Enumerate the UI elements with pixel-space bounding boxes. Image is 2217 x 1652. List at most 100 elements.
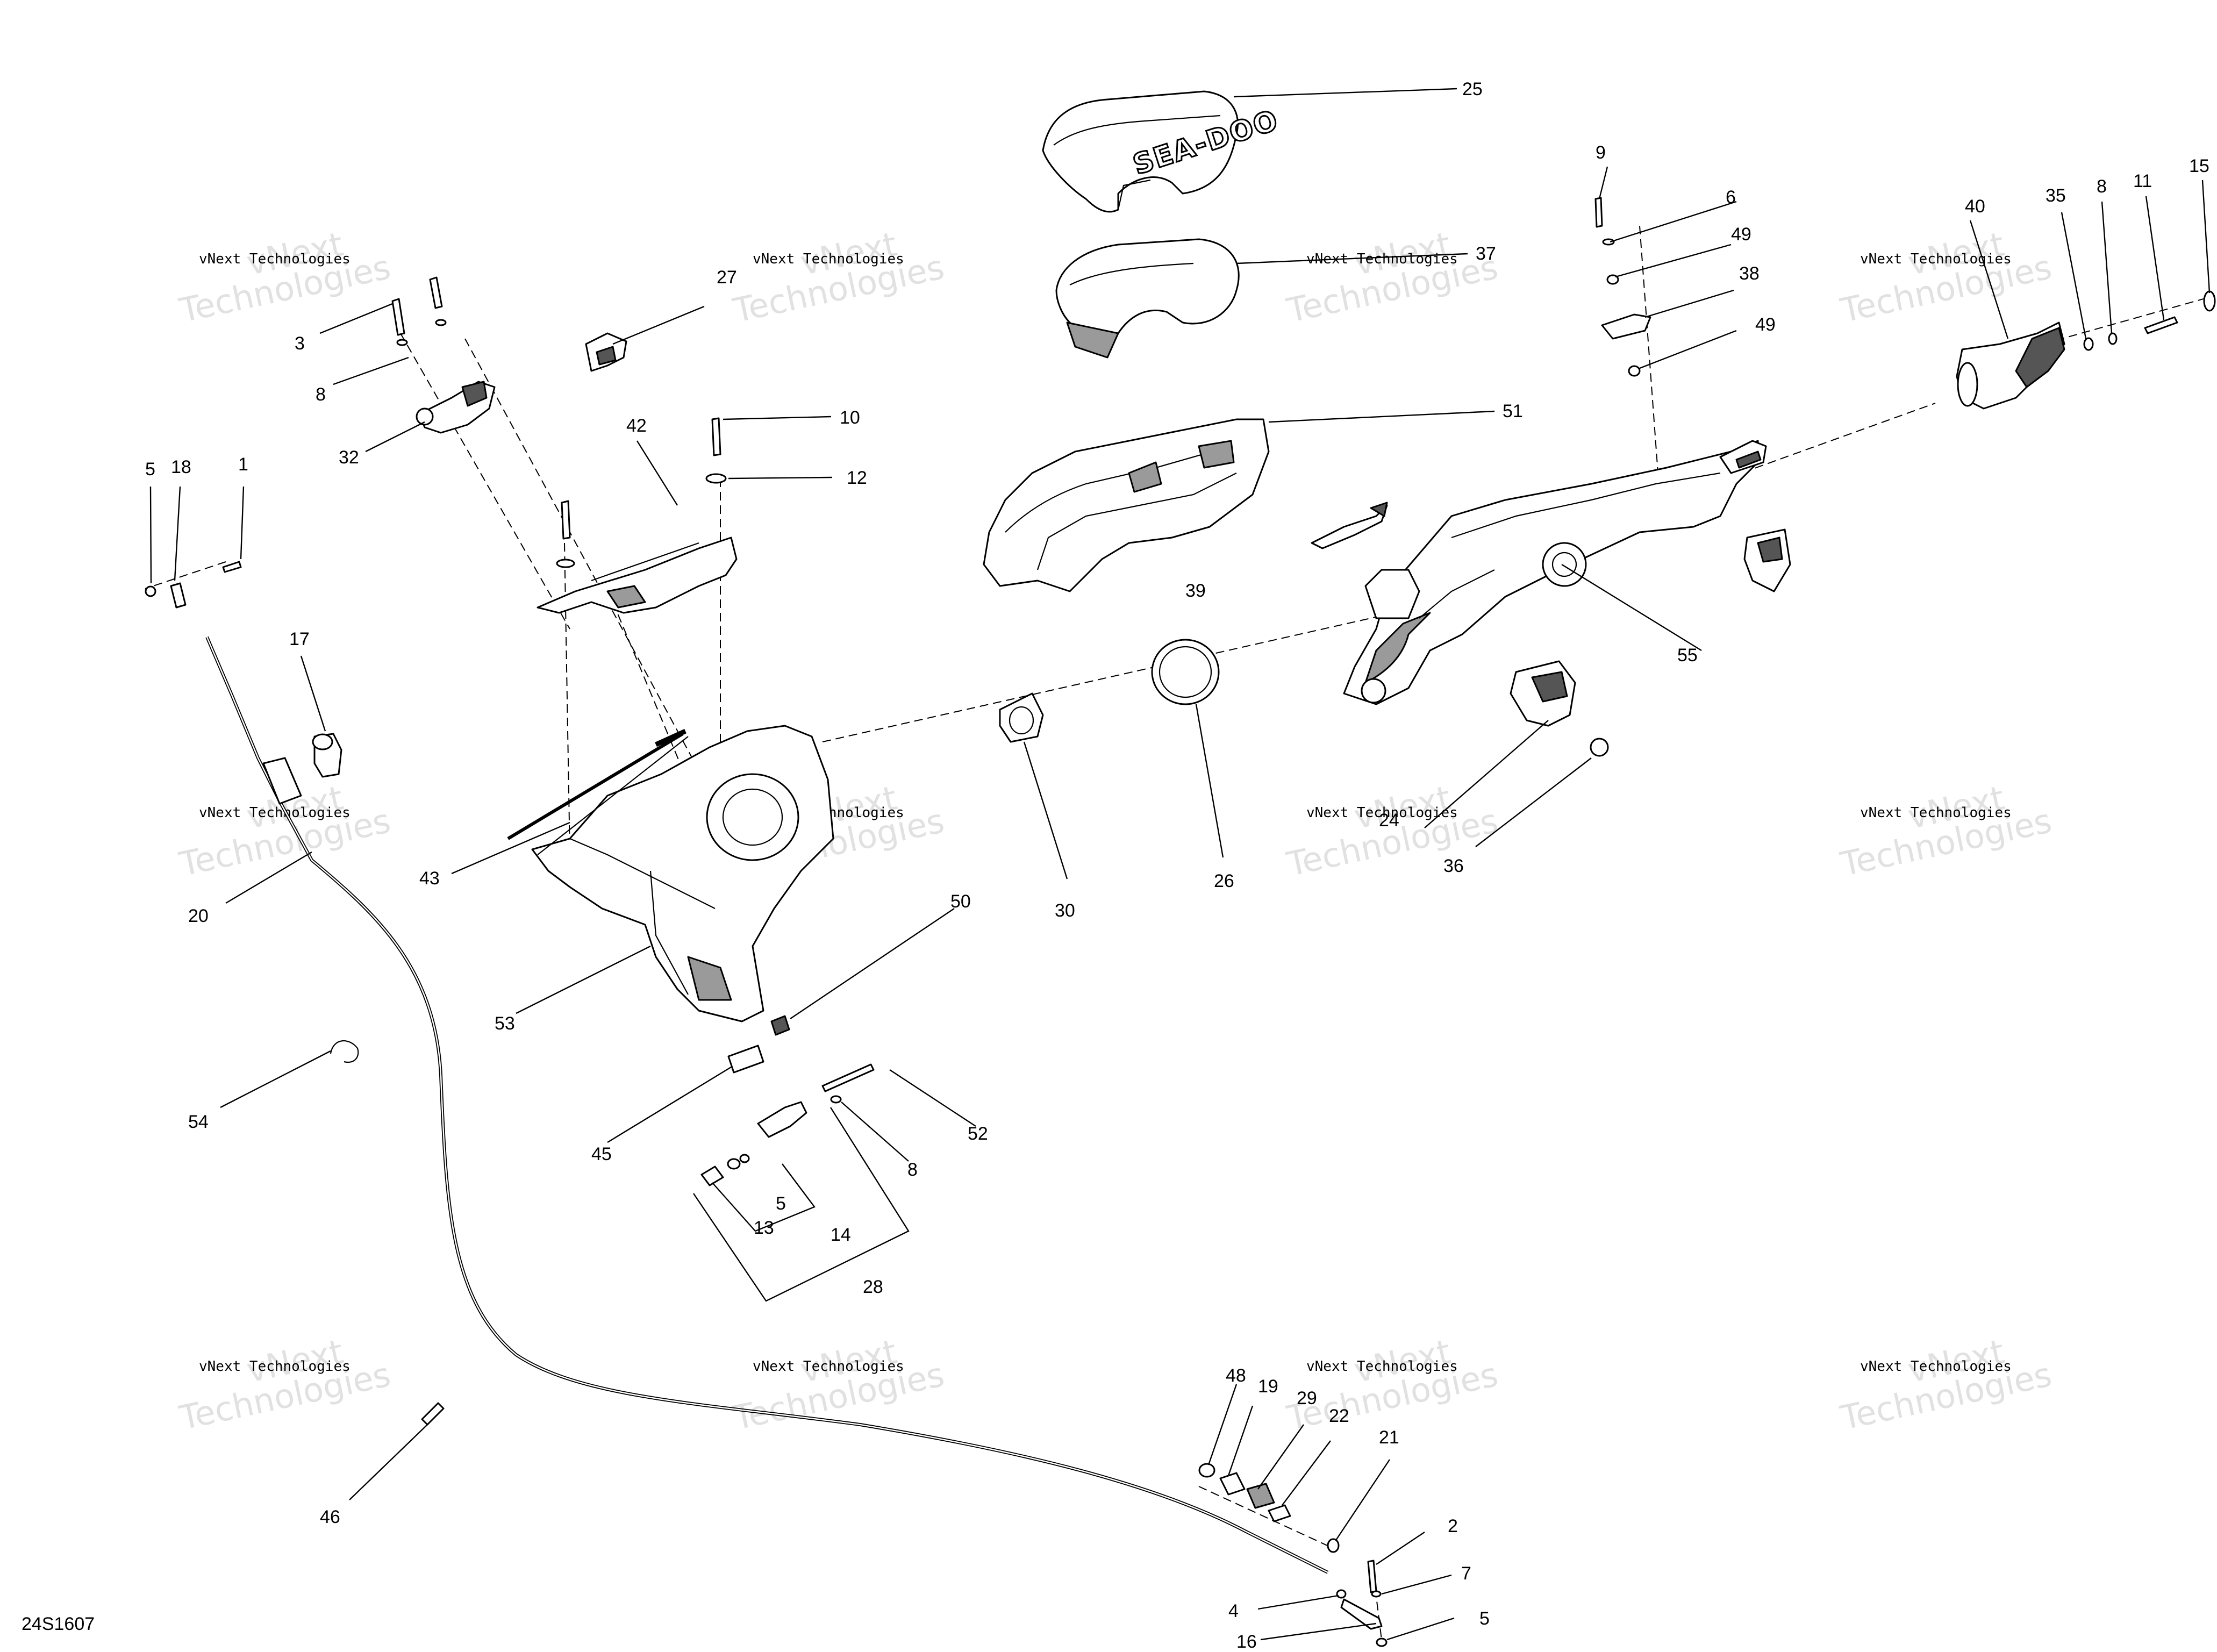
callout-32: 32	[339, 447, 359, 468]
callout-7: 7	[1461, 1563, 1471, 1584]
svg-text:vNext Technologies: vNext Technologies	[199, 1358, 351, 1375]
callout-3: 3	[295, 333, 305, 354]
watermark: Technologies vNext vNext Technologies	[176, 1332, 394, 1438]
part-lever	[1311, 502, 1388, 549]
watermark: Technologies vNext vNext Technologies	[1837, 778, 2055, 884]
callout-51: 51	[1503, 401, 1523, 421]
part-pin-52	[821, 1063, 875, 1092]
part-switch-housing	[1510, 660, 1576, 727]
callout-48: 48	[1226, 1365, 1246, 1386]
part-button-36	[1590, 738, 1609, 757]
part-washer-8b	[830, 1095, 842, 1104]
part-grip	[1956, 321, 2065, 410]
svg-text:vNext Technologies: vNext Technologies	[1860, 805, 2012, 821]
callout-8-mid: 8	[907, 1160, 918, 1180]
svg-text:vNext Technologies: vNext Technologies	[199, 251, 351, 267]
callout-29: 29	[1297, 1388, 1317, 1408]
part-screw-11	[2144, 316, 2178, 334]
callout-35: 35	[2046, 185, 2066, 206]
part-washer-6	[1602, 238, 1615, 246]
callout-15: 15	[2189, 156, 2209, 176]
part-lever-assembly	[700, 1101, 807, 1186]
callout-25: 25	[1462, 79, 1483, 99]
callout-45: 45	[591, 1144, 612, 1164]
part-bolt-2	[1367, 1560, 1377, 1593]
part-washer-3	[396, 339, 408, 346]
svg-text:vNext Technologies: vNext Technologies	[1860, 251, 2012, 267]
callout-12: 12	[847, 468, 867, 488]
callout-52: 52	[968, 1124, 988, 1144]
part-rod	[507, 728, 686, 840]
callout-55: 55	[1677, 645, 1698, 666]
watermark: Technologies vNext vNext Technologies	[730, 224, 948, 330]
callout-18: 18	[171, 457, 191, 477]
part-washer-12	[705, 473, 727, 484]
callout-6: 6	[1726, 187, 1736, 208]
callout-26: 26	[1214, 871, 1234, 891]
part-nut-49a	[1606, 274, 1619, 285]
part-nut-21	[1327, 1538, 1340, 1553]
callout-16: 16	[1236, 1632, 1257, 1652]
part-adjuster-48	[1198, 1463, 1215, 1478]
part-screw-46	[421, 1402, 445, 1426]
part-nut-29	[1246, 1483, 1275, 1509]
svg-text:vNext Technologies: vNext Technologies	[1306, 805, 1458, 821]
svg-text:vNext Technologies: vNext Technologies	[753, 1358, 904, 1375]
part-washer-8a	[435, 319, 447, 326]
callout-49-bottom: 49	[1755, 314, 1776, 335]
svg-text:vNext Technologies: vNext Technologies	[1306, 1358, 1458, 1375]
callout-20: 20	[188, 906, 209, 926]
diagram-reference: 24S1607	[22, 1614, 95, 1634]
callout-49-top: 49	[1731, 224, 1751, 245]
svg-text:vNext Technologies: vNext Technologies	[753, 251, 904, 267]
callout-37: 37	[1476, 244, 1496, 264]
callout-39: 39	[1185, 581, 1206, 601]
part-side-cover	[1743, 528, 1791, 592]
callout-54: 54	[188, 1112, 209, 1132]
part-nut-50	[770, 1015, 790, 1036]
part-washer-1050	[556, 559, 575, 568]
callout-46: 46	[320, 1507, 340, 1527]
callout-38: 38	[1739, 263, 1760, 284]
callout-22: 22	[1329, 1406, 1349, 1426]
callout-1: 1	[238, 454, 248, 475]
callout-9: 9	[1596, 142, 1606, 163]
callout-2: 2	[1448, 1516, 1458, 1536]
callout-42: 42	[626, 416, 647, 436]
svg-text:vNext Technologies: vNext Technologies	[1860, 1358, 2012, 1375]
callout-24: 24	[1379, 810, 1399, 831]
part-bushing	[999, 692, 1044, 743]
watermark: Technologies vNext vNext Technologies	[1837, 1332, 2055, 1438]
watermark: Technologies vNext vNext Technologies	[1837, 224, 2055, 330]
part-nut-5c	[1376, 1637, 1388, 1647]
part-washer-4	[1336, 1589, 1347, 1599]
callout-27: 27	[717, 267, 737, 288]
callout-5-top: 5	[145, 459, 155, 480]
callout-30: 30	[1055, 900, 1075, 921]
watermark: Technologies vNext vNext Technologies	[176, 224, 394, 330]
callout-13: 13	[754, 1218, 774, 1238]
part-cable-end	[145, 561, 242, 609]
part-bolt-1050	[561, 500, 571, 540]
group-brackets	[693, 1107, 910, 1302]
callout-4: 4	[1228, 1601, 1239, 1621]
part-steering-column	[1343, 440, 1767, 705]
part-washer-8	[2108, 332, 2118, 345]
callout-50: 50	[950, 891, 971, 912]
callout-8-top: 8	[316, 384, 326, 405]
part-washer-35	[2083, 337, 2094, 351]
callout-10: 10	[840, 407, 860, 428]
part-column-support	[531, 725, 834, 1022]
part-fitting-19	[1219, 1472, 1246, 1496]
svg-text:vNext Technologies: vNext Technologies	[199, 805, 351, 821]
watermark: Technologies vNext vNext Technologies	[1283, 1332, 1501, 1438]
part-nut-49b	[1628, 365, 1641, 377]
callout-labels: 25 37 51 55 24 36 26 30 39 27 42 10 12 3…	[145, 79, 2209, 1652]
callout-11: 11	[2133, 171, 2152, 191]
part-sleeve-22	[1268, 1504, 1291, 1522]
callout-19: 19	[1258, 1376, 1278, 1397]
callout-17: 17	[289, 629, 310, 649]
part-clamp	[416, 381, 496, 434]
leader-lines	[149, 88, 2211, 1641]
